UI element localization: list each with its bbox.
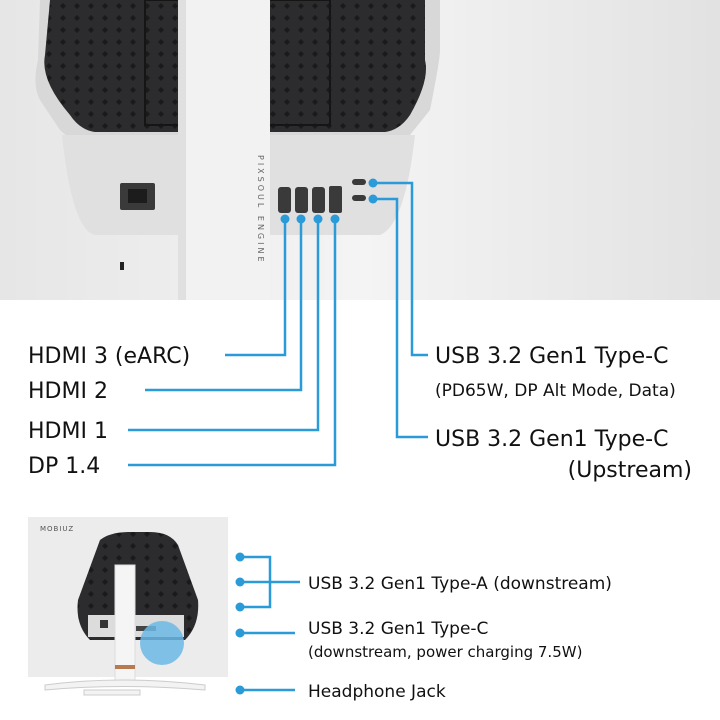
label-hdmi-2: HDMI 2 (28, 379, 108, 404)
label-usb-c-upstream-sub: (Upstream) (568, 458, 692, 483)
hdmi-3-port (278, 187, 291, 213)
label-usb-c-down: USB 3.2 Gen1 Type-C (308, 619, 488, 639)
hdmi-1-port (312, 187, 325, 213)
brand-logo: MOBIUZ (40, 525, 74, 533)
usb-c-pd-port (352, 179, 366, 185)
kensington-lock-icon (120, 262, 124, 270)
label-usb-c-upstream: USB 3.2 Gen1 Type-C (435, 427, 668, 452)
stand-column (178, 0, 270, 300)
monitor-back-closeup: PIXSOUL ENGINE (0, 0, 720, 300)
highlight-circle (140, 621, 184, 665)
dp-port (329, 186, 342, 213)
connector-lines (128, 178, 428, 467)
label-usb-c-pd-sub: (PD65W, DP Alt Mode, Data) (435, 381, 676, 401)
usb-c-upstream-port (352, 195, 366, 201)
bottom-connector-lines (235, 552, 300, 695)
hdmi-2-port (295, 187, 308, 213)
label-usb-a: USB 3.2 Gen1 Type-A (downstream) (308, 574, 612, 594)
monitor-thumbnail: MOBIUZ (28, 517, 228, 696)
label-headphone: Headphone Jack (308, 682, 446, 702)
label-usb-c-pd: USB 3.2 Gen1 Type-C (435, 344, 668, 369)
label-usb-c-down-sub: (downstream, power charging 7.5W) (308, 643, 582, 661)
label-hdmi-1: HDMI 1 (28, 419, 108, 444)
label-dp: DP 1.4 (28, 454, 100, 479)
brand-engraving: PIXSOUL ENGINE (256, 155, 265, 265)
label-hdmi-3: HDMI 3 (eARC) (28, 344, 190, 369)
